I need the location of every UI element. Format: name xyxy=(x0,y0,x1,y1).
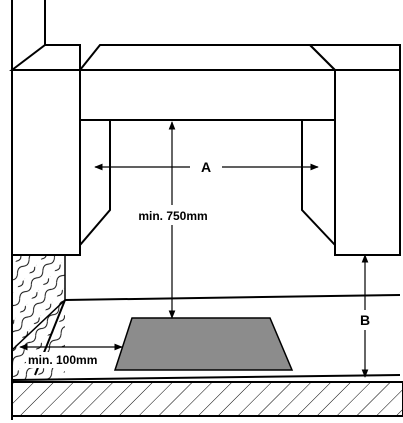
floor xyxy=(11,381,403,417)
dimension-min-side: min. 100mm xyxy=(19,343,123,368)
dimension-min-height: min. 750mm xyxy=(138,121,208,319)
min-height-label: min. 750mm xyxy=(138,209,207,223)
dimension-b: B xyxy=(360,254,370,378)
min-side-label: min. 100mm xyxy=(28,353,97,367)
left-wall-cabinet xyxy=(9,44,111,256)
right-wall-cabinet xyxy=(301,44,401,256)
dimension-a: A xyxy=(94,159,319,175)
dimension-a-label: A xyxy=(201,159,211,175)
hob xyxy=(113,317,294,371)
hood-cabinet xyxy=(77,44,338,121)
dimension-b-label: B xyxy=(360,312,370,328)
